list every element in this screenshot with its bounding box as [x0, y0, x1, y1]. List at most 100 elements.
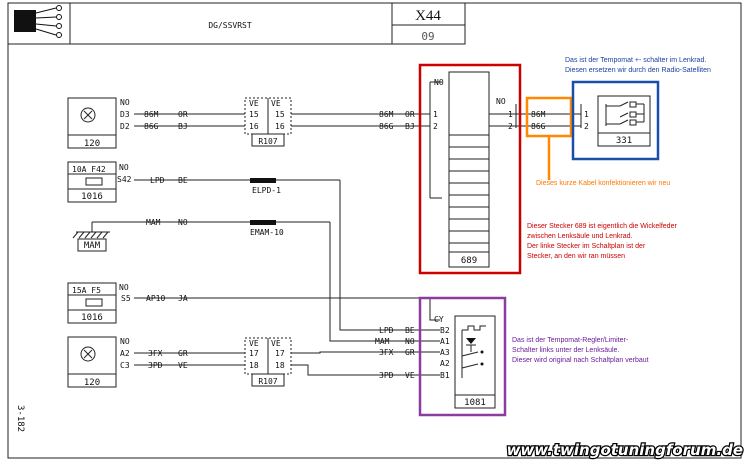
label-be-a: BE — [178, 176, 188, 185]
label-no-b: NO — [405, 337, 415, 346]
component-331: 331 — [580, 95, 651, 147]
label-3fx-a: 3FX — [148, 349, 163, 358]
component-1081: 1081 — [454, 315, 496, 409]
label-no-689r: NO — [496, 97, 506, 106]
label-ve-3: VE — [249, 339, 259, 348]
label-or-b: OR — [405, 110, 415, 119]
wire-3pd-route — [291, 364, 440, 376]
label-d3: D3 — [120, 110, 130, 119]
component-mam — [77, 238, 107, 252]
note-689-line1: Dieser Stecker 689 ist eigentlich die Wi… — [527, 223, 677, 230]
label-be-b: BE — [405, 326, 415, 335]
label-331-2: 2 — [584, 122, 589, 131]
label-16a: 16 — [249, 122, 259, 131]
label-or-a: OR — [178, 110, 188, 119]
splice-emam — [250, 220, 276, 225]
note-689-line3: Der linke Stecker im Schaltplan ist der — [527, 243, 646, 250]
label-15a: 15 — [249, 110, 259, 119]
label-18a: 18 — [249, 361, 259, 370]
label-a3: A3 — [440, 348, 450, 357]
label-3pd-b: 3PD — [379, 371, 394, 380]
component-689: 689 — [429, 71, 517, 268]
page-ref: 3-182 — [15, 405, 25, 432]
fuse-icon — [85, 177, 103, 186]
component-1016-bottom-label: 1016 — [81, 313, 103, 323]
label-86g-c: 86G — [531, 122, 546, 131]
component-1081-label: 1081 — [464, 398, 486, 408]
label-lpd-a: LPD — [150, 176, 165, 185]
label-a2-120: A2 — [120, 349, 130, 358]
note-689-line2: zwischen Lenksäule und Lenkrad. — [527, 233, 633, 240]
note-331-line1: Das ist der Tempomat +- schalter im Lenk… — [565, 57, 706, 64]
label-emam10: EMAM-10 — [250, 228, 284, 237]
ground-icon — [72, 222, 110, 239]
component-120-bottom: 120 — [67, 336, 117, 388]
label-86m-a: 86M — [144, 110, 159, 119]
label-a2-1081: A2 — [440, 359, 450, 368]
label-15b: 15 — [275, 110, 285, 119]
label-no-120b: NO — [120, 337, 130, 346]
label-s42: S42 — [117, 175, 132, 184]
label-gr-b: GR — [405, 348, 415, 357]
wire-ap10-route — [429, 298, 440, 321]
header-code: X44 — [415, 8, 441, 24]
label-86g-b: 86G — [379, 122, 394, 131]
page-frame — [7, 2, 742, 459]
label-c3: C3 — [120, 361, 130, 370]
fuse-f42-label: 10A F42 — [72, 165, 106, 174]
label-no-120a: NO — [120, 98, 130, 107]
fuse-f5-label: 15A F5 — [72, 286, 101, 295]
label-689-2r: 2 — [508, 122, 513, 131]
label-a1: A1 — [440, 337, 450, 346]
label-ve-2: VE — [271, 99, 281, 108]
label-86m-b: 86M — [379, 110, 394, 119]
label-no-1016a: NO — [119, 163, 129, 172]
header-code-box — [391, 2, 466, 45]
label-17a: 17 — [249, 349, 259, 358]
label-ja: JA — [178, 294, 188, 303]
label-689-1l: 1 — [433, 110, 438, 119]
wire-3fx-route — [291, 351, 440, 354]
label-lpd-b: LPD — [379, 326, 394, 335]
label-no-1016b: NO — [119, 283, 129, 292]
watermark: www.twingotuningforum.de — [507, 441, 743, 459]
component-1016-bottom: 15A F5 1016 — [67, 282, 117, 324]
label-cy: CY — [434, 315, 444, 324]
label-s5: S5 — [121, 294, 131, 303]
header-sub: 09 — [421, 30, 434, 43]
label-elpd1: ELPD-1 — [252, 186, 281, 195]
component-689-label: 689 — [461, 256, 477, 266]
label-ve-4: VE — [271, 339, 281, 348]
label-bj-a: BJ — [178, 122, 188, 131]
label-689-1r: 1 — [508, 110, 513, 119]
label-ve-1: VE — [249, 99, 259, 108]
header-title: DG/SSVRST — [208, 21, 252, 30]
label-r107-top: R107 — [258, 137, 277, 146]
label-gr-a: GR — [178, 349, 188, 358]
connector-r107-bottom — [244, 337, 292, 387]
label-331-1: 1 — [584, 110, 589, 119]
label-bj-b: BJ — [405, 122, 415, 131]
fuse-icon — [85, 298, 103, 307]
label-ve-a: VE — [178, 361, 188, 370]
label-18b: 18 — [275, 361, 285, 370]
label-86g-a: 86G — [144, 122, 159, 131]
component-120-top: 120 — [67, 97, 117, 149]
label-b1: B1 — [440, 371, 450, 380]
label-17b: 17 — [275, 349, 285, 358]
label-mam-a: MAM — [146, 218, 161, 227]
highlight-331 — [571, 80, 660, 161]
note-689-line4: Stecker, an den wir ran müssen — [527, 253, 625, 260]
label-689-2l: 2 — [433, 122, 438, 131]
label-86m-c: 86M — [531, 110, 546, 119]
component-1016-top: 10A F42 1016 — [67, 161, 117, 203]
note-1081-line2: Schalter links unter der Lenksäule. — [512, 347, 619, 354]
label-no-689l: NO — [434, 78, 444, 87]
label-mam-b: MAM — [375, 337, 390, 346]
note-cable: Dieses kurze Kabel konfektionieren wir n… — [536, 180, 670, 187]
note-1081-line3: Dieser wird original nach Schaltplan ver… — [512, 357, 649, 364]
component-331-label: 331 — [616, 136, 632, 146]
note-331-line2: Diesen ersetzen wir durch den Radio-Sate… — [565, 67, 711, 74]
